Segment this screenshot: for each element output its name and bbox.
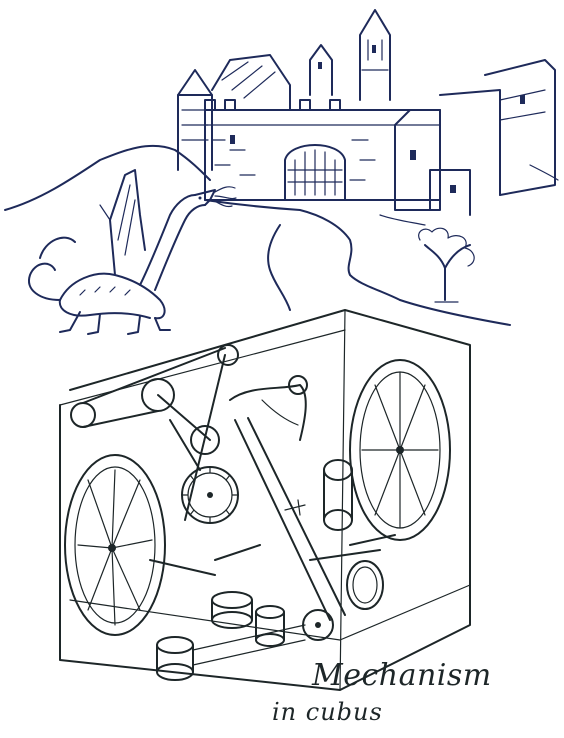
caption-title: Mechanism: [312, 658, 492, 693]
large-wheel-left: [64, 454, 166, 636]
large-wheel-right: [349, 359, 451, 541]
landscape-hills: [4, 144, 559, 326]
caption-subtitle: in cubus: [272, 698, 383, 726]
gears-and-pulleys: [70, 344, 396, 681]
cube-frame: [59, 309, 471, 691]
dragon: [28, 169, 237, 335]
castle: [177, 9, 556, 216]
tree: [418, 227, 475, 303]
